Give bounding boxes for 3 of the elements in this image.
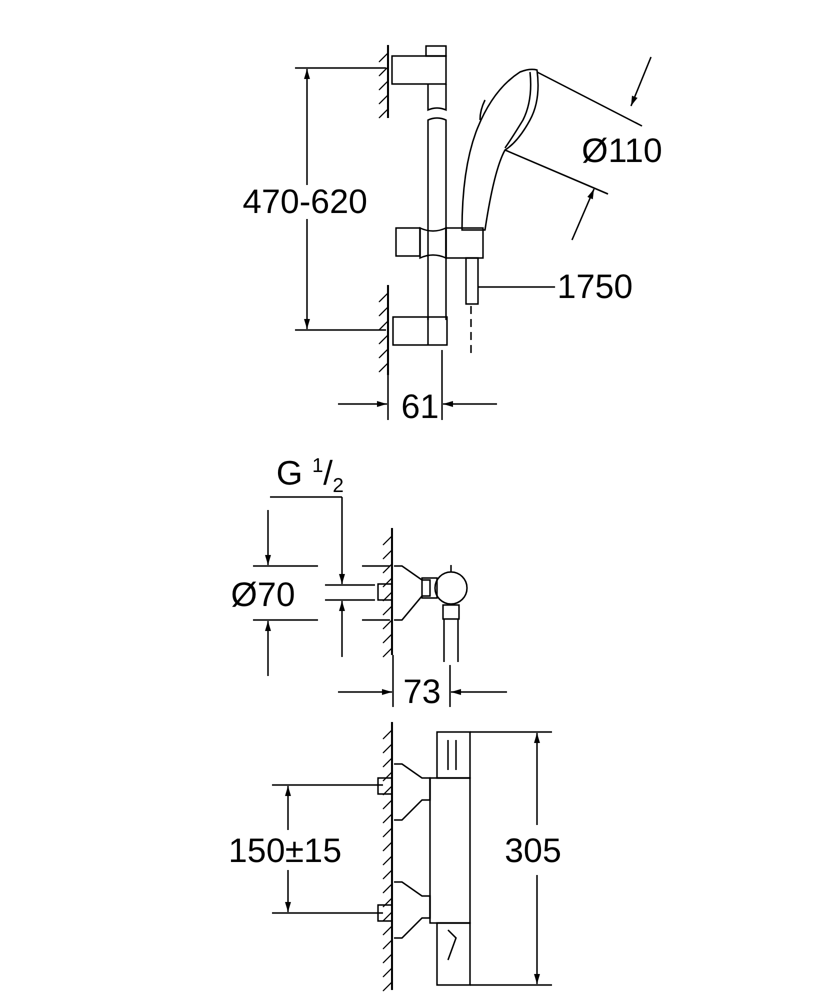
hose-drawing (465, 257, 479, 305)
leader-line (478, 286, 556, 288)
dimension-label: 470-620 (240, 185, 370, 219)
